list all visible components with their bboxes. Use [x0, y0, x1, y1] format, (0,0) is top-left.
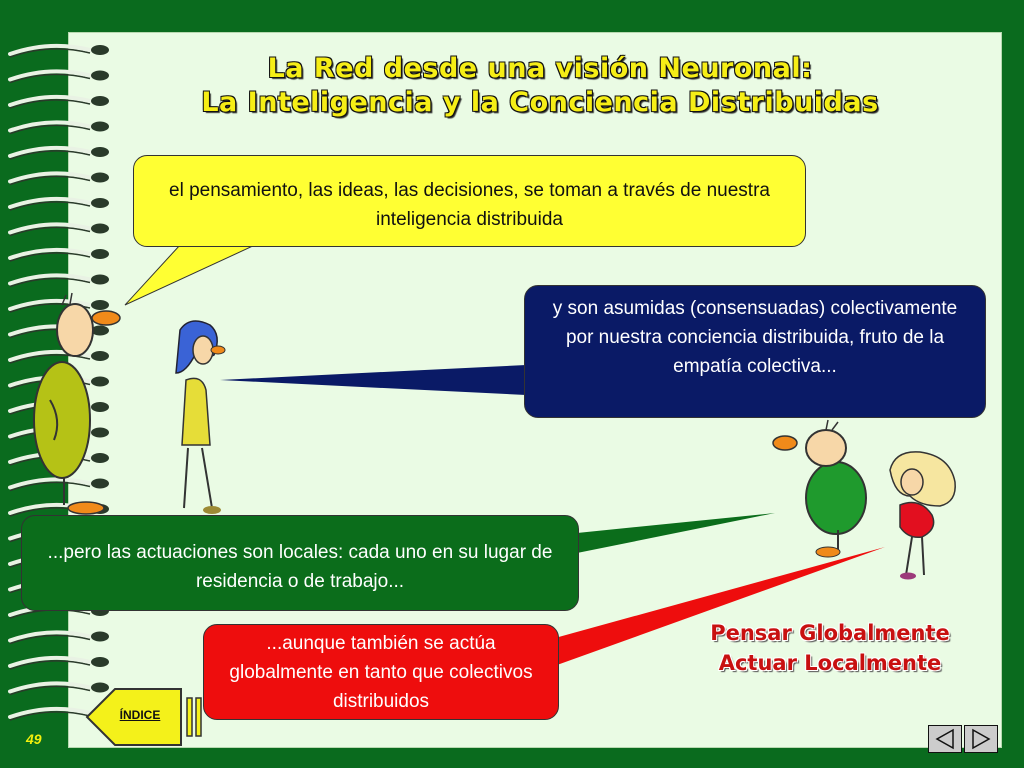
speech-bubble-intelligence: el pensamiento, las ideas, las decisione…: [133, 155, 806, 247]
back-arrow-icon: [85, 688, 182, 746]
notebook-ring-icon: [8, 94, 109, 109]
notebook-ring-icon: [8, 273, 109, 288]
notebook-ring-icon: [8, 630, 109, 645]
motto: Pensar Globalmente Actuar Localmente: [688, 618, 972, 678]
notebook-ring-icon: [8, 681, 109, 696]
title-line-2: La Inteligencia y la Conciencia Distribu…: [201, 87, 879, 118]
notebook-ring-icon: [8, 120, 109, 135]
notebook-ring-icon: [8, 222, 109, 237]
speech-bubble-consciousness: y son asumidas (consensuadas) colectivam…: [524, 285, 986, 418]
notebook-ring-icon: [8, 171, 109, 186]
bubble-tail-green: [577, 513, 775, 553]
motto-line-2: Actuar Localmente: [718, 651, 942, 675]
previous-slide-button[interactable]: [928, 725, 962, 753]
page-number: 49: [26, 731, 42, 747]
notebook-ring-icon: [8, 196, 109, 211]
next-triangle-icon: [972, 728, 991, 750]
woman-character-right: [889, 451, 956, 580]
title-line-1: La Red desde una visión Neuronal:: [267, 53, 813, 84]
notebook-ring-icon: [8, 247, 109, 262]
notebook-ring-icon: [8, 145, 109, 160]
next-slide-button[interactable]: [964, 725, 998, 753]
man-character-right: [772, 419, 867, 558]
woman-character-left: [175, 320, 226, 514]
notebook-ring-icon: [8, 69, 109, 84]
speech-bubble-local-action: ...pero las actuaciones son locales: cad…: [21, 515, 579, 611]
man-character-left: [33, 292, 121, 515]
motto-line-1: Pensar Globalmente: [710, 621, 950, 645]
page-title: La Red desde una visión Neuronal: La Int…: [140, 52, 940, 120]
previous-triangle-icon: [935, 728, 954, 750]
notebook-ring-icon: [8, 477, 109, 492]
index-button[interactable]: [85, 686, 205, 748]
speech-bubble-global-action: ...aunque también se actúa globalmente e…: [203, 624, 559, 720]
notebook-ring-icon: [8, 655, 109, 670]
bubble-tail-red: [555, 547, 885, 665]
notebook-ring-icon: [8, 43, 109, 58]
index-button-label[interactable]: ÍNDICE: [119, 708, 161, 722]
bubble-tail-navy: [220, 365, 526, 395]
bubble-tail-yellow: [124, 244, 256, 306]
